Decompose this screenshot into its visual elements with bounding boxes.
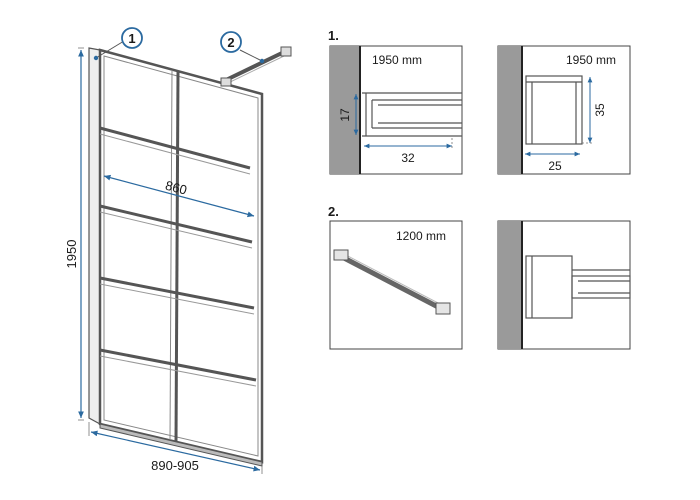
shower-panel xyxy=(88,46,292,467)
detail-2-heading: 2. xyxy=(328,204,339,219)
detail-1-left: 1950 mm 17 32 xyxy=(329,45,463,175)
stabilizer-bar-detail xyxy=(333,249,451,315)
dimension-inner-width: 860 xyxy=(103,174,255,218)
glass-inner-edge xyxy=(103,55,259,457)
detail-1-right-dim-vertical: 35 xyxy=(593,103,607,117)
vertical-mullion xyxy=(174,71,180,443)
clamp-section xyxy=(525,255,631,319)
detail-2-left: 1200 mm xyxy=(329,220,463,350)
vertical-mullion-edge xyxy=(169,69,173,441)
dimension-height: 1950 xyxy=(64,47,84,421)
wall xyxy=(498,46,522,174)
callout-2: 2 xyxy=(220,31,265,64)
callout-1: 1 xyxy=(93,27,143,61)
horizontal-bar xyxy=(99,126,251,170)
glass-outline xyxy=(98,48,264,464)
detail-1-right: 1950 mm 35 25 xyxy=(497,45,631,175)
top-profile-section xyxy=(525,75,583,145)
dimension-inner-width-label: 860 xyxy=(164,178,189,198)
horizontal-bar xyxy=(99,348,257,382)
wall xyxy=(498,221,522,349)
dimension-height-label: 1950 xyxy=(64,240,79,269)
detail-1-right-height: 1950 mm xyxy=(566,53,616,67)
detail-2-length: 1200 mm xyxy=(396,229,446,243)
wall-profile xyxy=(88,47,101,426)
wall-profile-section xyxy=(362,92,462,137)
detail-1-left-dim-horizontal: 32 xyxy=(401,151,415,165)
detail-1-right-dim-horizontal: 25 xyxy=(548,159,562,173)
callout-2-label: 2 xyxy=(227,35,234,50)
dimension-total-width: 890-905 xyxy=(88,422,263,474)
detail-1-heading: 1. xyxy=(328,28,339,43)
dimension-total-width-label: 890-905 xyxy=(151,458,199,473)
detail-1-left-dim-vertical: 17 xyxy=(338,108,352,122)
detail-1-left-height: 1950 mm xyxy=(372,53,422,67)
stabilizer-bar xyxy=(220,46,292,87)
callout-1-label: 1 xyxy=(128,31,135,46)
horizontal-bar xyxy=(99,276,255,310)
detail-2-right xyxy=(497,220,631,350)
